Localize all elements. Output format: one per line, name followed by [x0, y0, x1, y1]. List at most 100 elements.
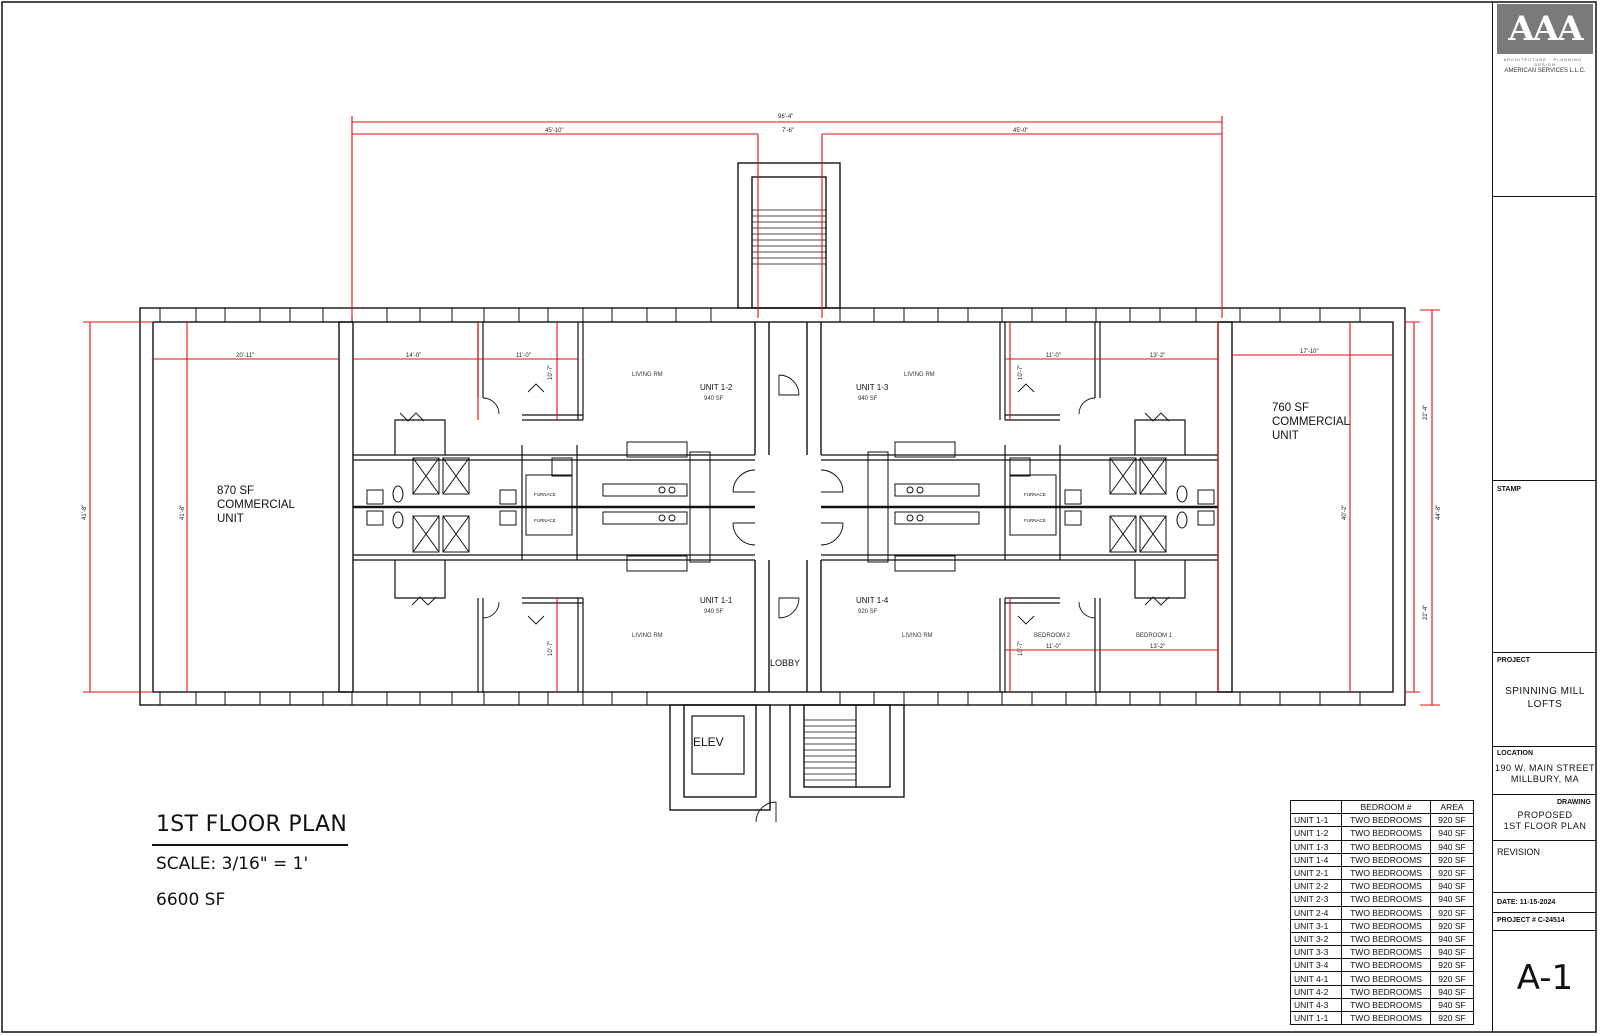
- unit-1-2-label: UNIT 1-2: [700, 383, 733, 392]
- commercial-right-area: 760 SF: [1272, 402, 1309, 414]
- schedule-unit-cell: UNIT 4-2: [1290, 984, 1342, 999]
- dim-closet-d: 10'-7": [1018, 641, 1024, 656]
- unit-1-1-label: UNIT 1-1: [700, 596, 733, 605]
- schedule-area-cell: 940 SF: [1430, 826, 1474, 841]
- dim-closet-c: 10'-7": [1018, 365, 1024, 380]
- schedule-bedroom-cell: TWO BEDROOMS: [1341, 865, 1431, 881]
- project-name-line-2: LOFTS: [1527, 699, 1563, 710]
- title-block: AAA ARCHITECTURE · PLANNING · DESIGN AME…: [1492, 2, 1597, 1032]
- sheet-number: A-1: [1516, 958, 1574, 998]
- company-name: AMERICAN SERVICES L.L.C.: [1504, 68, 1586, 74]
- schedule-bedroom-cell: TWO BEDROOMS: [1341, 892, 1431, 907]
- schedule-unit-cell: UNIT 3-3: [1290, 945, 1342, 960]
- schedule-area-cell: 940 SF: [1430, 931, 1474, 947]
- schedule-area-cell: 940 SF: [1430, 879, 1474, 894]
- location-line-1: 190 W. MAIN STREET: [1494, 763, 1596, 773]
- project-name-line-1: SPINNING MILL: [1505, 686, 1585, 697]
- schedule-unit-cell: UNIT 1-4: [1290, 852, 1342, 867]
- lobby-label: LOBBY: [770, 658, 800, 668]
- furnace-label: FURNACE: [1024, 492, 1046, 497]
- commercial-left-area: 870 SF: [217, 485, 254, 497]
- total-area: 6600 SF: [156, 890, 226, 910]
- unit-1-3-area: 940 SF: [858, 396, 878, 402]
- door-swings: [399, 374, 1170, 823]
- living-rm-label: LIVING RM: [632, 372, 663, 378]
- dim-left-height: 41'-8": [82, 505, 88, 520]
- schedule-unit-cell: UNIT 1-1: [1290, 813, 1342, 828]
- company-logo: AAA: [1497, 4, 1593, 54]
- unit-1-2-area: 940 SF: [704, 396, 724, 402]
- schedule-area-cell: 940 SF: [1430, 984, 1474, 999]
- schedule-area-cell: 920 SF: [1430, 958, 1474, 973]
- logo-tagline: ARCHITECTURE · PLANNING · DESIGN: [1503, 57, 1587, 67]
- bedroom-1-label: BEDROOM 1: [1136, 633, 1173, 639]
- schedule-bedroom-cell: TWO BEDROOMS: [1341, 945, 1431, 960]
- schedule-bedroom-cell: TWO BEDROOMS: [1341, 813, 1431, 828]
- drawing-title: 1ST FLOOR PLAN: [156, 812, 348, 837]
- schedule-bedroom-cell: TWO BEDROOMS: [1341, 931, 1431, 947]
- revision-label: REVISION: [1497, 847, 1541, 857]
- dim-room-11-c: 11'-0": [1046, 644, 1061, 650]
- schedule-unit-cell: UNIT 1-1: [1290, 1010, 1342, 1026]
- tb-divider: [1493, 892, 1597, 893]
- dim-right-height-outer: 44'-8": [1436, 505, 1442, 520]
- dim-room-13-a: 13'-2": [1150, 353, 1165, 359]
- schedule-unit-cell: UNIT 3-4: [1290, 958, 1342, 973]
- schedule-bedroom-cell: TWO BEDROOMS: [1341, 958, 1431, 973]
- furnace-label: FURNACE: [534, 518, 556, 523]
- title-underline: [152, 844, 348, 846]
- schedule-bedroom-cell: TWO BEDROOMS: [1341, 997, 1431, 1013]
- tb-divider: [1493, 840, 1597, 841]
- tb-divider: [1493, 746, 1597, 747]
- schedule-unit-cell: UNIT 2-1: [1290, 865, 1342, 881]
- schedule-unit-cell: UNIT 4-3: [1290, 997, 1342, 1013]
- schedule-bedroom-cell: TWO BEDROOMS: [1341, 852, 1431, 867]
- commercial-left-label: COMMERCIAL: [217, 499, 296, 511]
- dim-closet-b: 10'-7": [548, 641, 554, 656]
- tb-divider: [1493, 480, 1597, 481]
- location-label: LOCATION: [1497, 750, 1534, 757]
- dim-right-commercial-width: 17'-10": [1300, 349, 1319, 355]
- plan-text: 870 SF COMMERCIAL UNIT 760 SF COMMERCIAL…: [82, 114, 1442, 749]
- dim-closet-a: 10'-7": [548, 365, 554, 380]
- dim-right-upper: 22'-4": [1423, 405, 1429, 420]
- schedule-unit-cell: UNIT 1-2: [1290, 826, 1342, 841]
- unit-1-1-area: 940 SF: [704, 609, 724, 615]
- dim-room-11-a: 11'-0": [516, 353, 531, 359]
- schedule-area-cell: 940 SF: [1430, 945, 1474, 960]
- stair-treads-bottom: [804, 705, 857, 787]
- project-number: PROJECT # C-24514: [1497, 917, 1565, 924]
- schedule-unit-cell: UNIT 1-3: [1290, 839, 1342, 854]
- dimension-lines: [83, 116, 1440, 706]
- dim-stair-core: 7'-6": [782, 128, 794, 134]
- schedule-unit-cell: UNIT 2-3: [1290, 892, 1342, 907]
- schedule-bedroom-cell: TWO BEDROOMS: [1341, 839, 1431, 854]
- dim-left-commercial-width: 20'-11": [236, 353, 254, 359]
- date-label: DATE: 11-15-2024: [1497, 899, 1556, 906]
- dim-right-lower: 22'-4": [1423, 605, 1429, 620]
- tb-divider: [1493, 930, 1597, 931]
- fixtures: [366, 441, 1215, 572]
- unit-1-4-area: 920 SF: [858, 609, 878, 615]
- schedule-header-unit: [1290, 799, 1342, 815]
- commercial-left-unit: UNIT: [217, 513, 244, 525]
- schedule-unit-cell: UNIT 3-1: [1290, 918, 1342, 933]
- furnace-label: FURNACE: [1024, 518, 1046, 523]
- schedule-bedroom-cell: TWO BEDROOMS: [1341, 905, 1431, 920]
